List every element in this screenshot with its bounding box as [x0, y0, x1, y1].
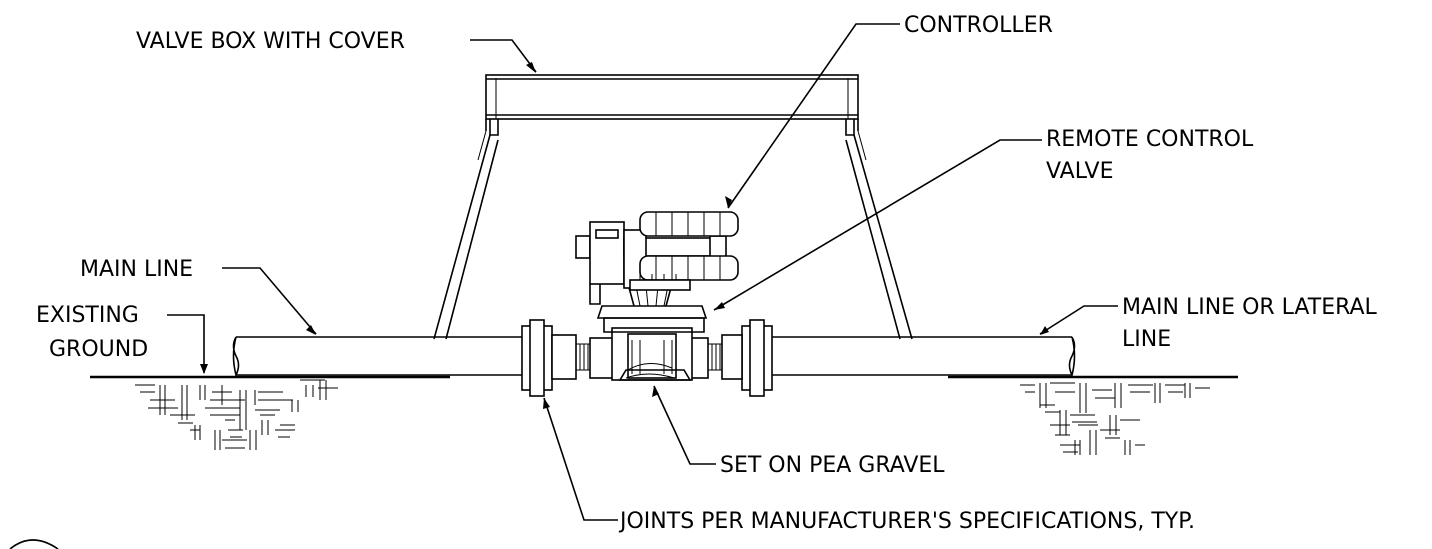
label-valve-box: VALVE BOX WITH COVER	[136, 29, 405, 54]
label-main-line: MAIN LINE	[80, 257, 193, 282]
label-joints: JOINTS PER MANUFACTURER'S SPECIFICATIONS…	[618, 509, 1195, 534]
label-remote-valve-line1: REMOTE CONTROL	[1046, 127, 1254, 152]
soil-hatch-right	[1020, 382, 1210, 455]
union-fitting-right	[689, 319, 773, 397]
main-line-pipe-right	[770, 336, 1076, 378]
controller-unit	[575, 211, 739, 305]
label-controller: CONTROLLER	[904, 13, 1053, 38]
label-remote-valve-line2: VALVE	[1046, 159, 1113, 184]
valve-box-cover	[485, 74, 859, 120]
label-pea-gravel: SET ON PEA GRAVEL	[720, 453, 945, 478]
labels: VALVE BOX WITH COVER CONTROLLER REMOTE C…	[36, 13, 1378, 534]
valve-box	[433, 74, 913, 340]
union-fitting-left	[521, 319, 617, 397]
main-line-pipe-left	[232, 336, 522, 378]
label-main-or-lateral-line2: LINE	[1122, 327, 1171, 352]
remote-control-valve	[596, 283, 708, 381]
leader-arrowheads	[200, 62, 1049, 409]
label-main-or-lateral-line1: MAIN LINE OR LATERAL	[1122, 295, 1378, 320]
label-existing-ground-line2: GROUND	[49, 337, 148, 362]
soil-hatch-left	[135, 379, 338, 450]
detail-tag-circle	[9, 539, 59, 549]
label-existing-ground-line1: EXISTING	[36, 303, 139, 328]
leader-lines	[167, 23, 1118, 521]
